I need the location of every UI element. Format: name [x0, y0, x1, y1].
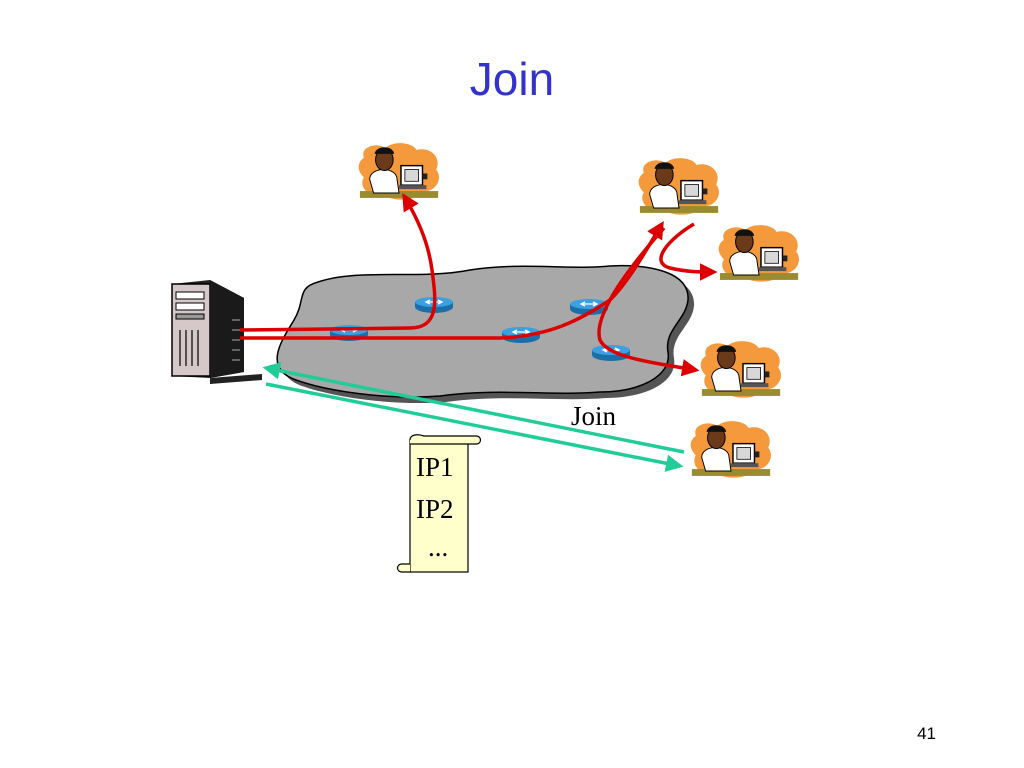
multicast-path [239, 192, 437, 332]
router-icon [591, 344, 631, 362]
join-request-arrow [262, 362, 685, 454]
ip-list-scroll: IP1 IP2 ... [396, 434, 482, 573]
user-icon [357, 142, 440, 201]
user-icon [689, 420, 772, 479]
multicast-path [597, 226, 700, 377]
scroll-line: ... [428, 532, 448, 562]
scroll-line: IP1 [416, 452, 454, 482]
user-icon [717, 224, 800, 283]
page-number: 41 [917, 724, 936, 743]
join-label: Join [571, 401, 617, 431]
server-icon [171, 280, 262, 384]
user-icon [699, 340, 782, 399]
user-icon [637, 157, 720, 216]
scroll-line: IP2 [416, 494, 454, 524]
multicast-paths [239, 192, 718, 377]
slide-title: Join [469, 53, 555, 105]
multicast-path [659, 222, 718, 281]
join-reply-arrow [265, 382, 684, 472]
